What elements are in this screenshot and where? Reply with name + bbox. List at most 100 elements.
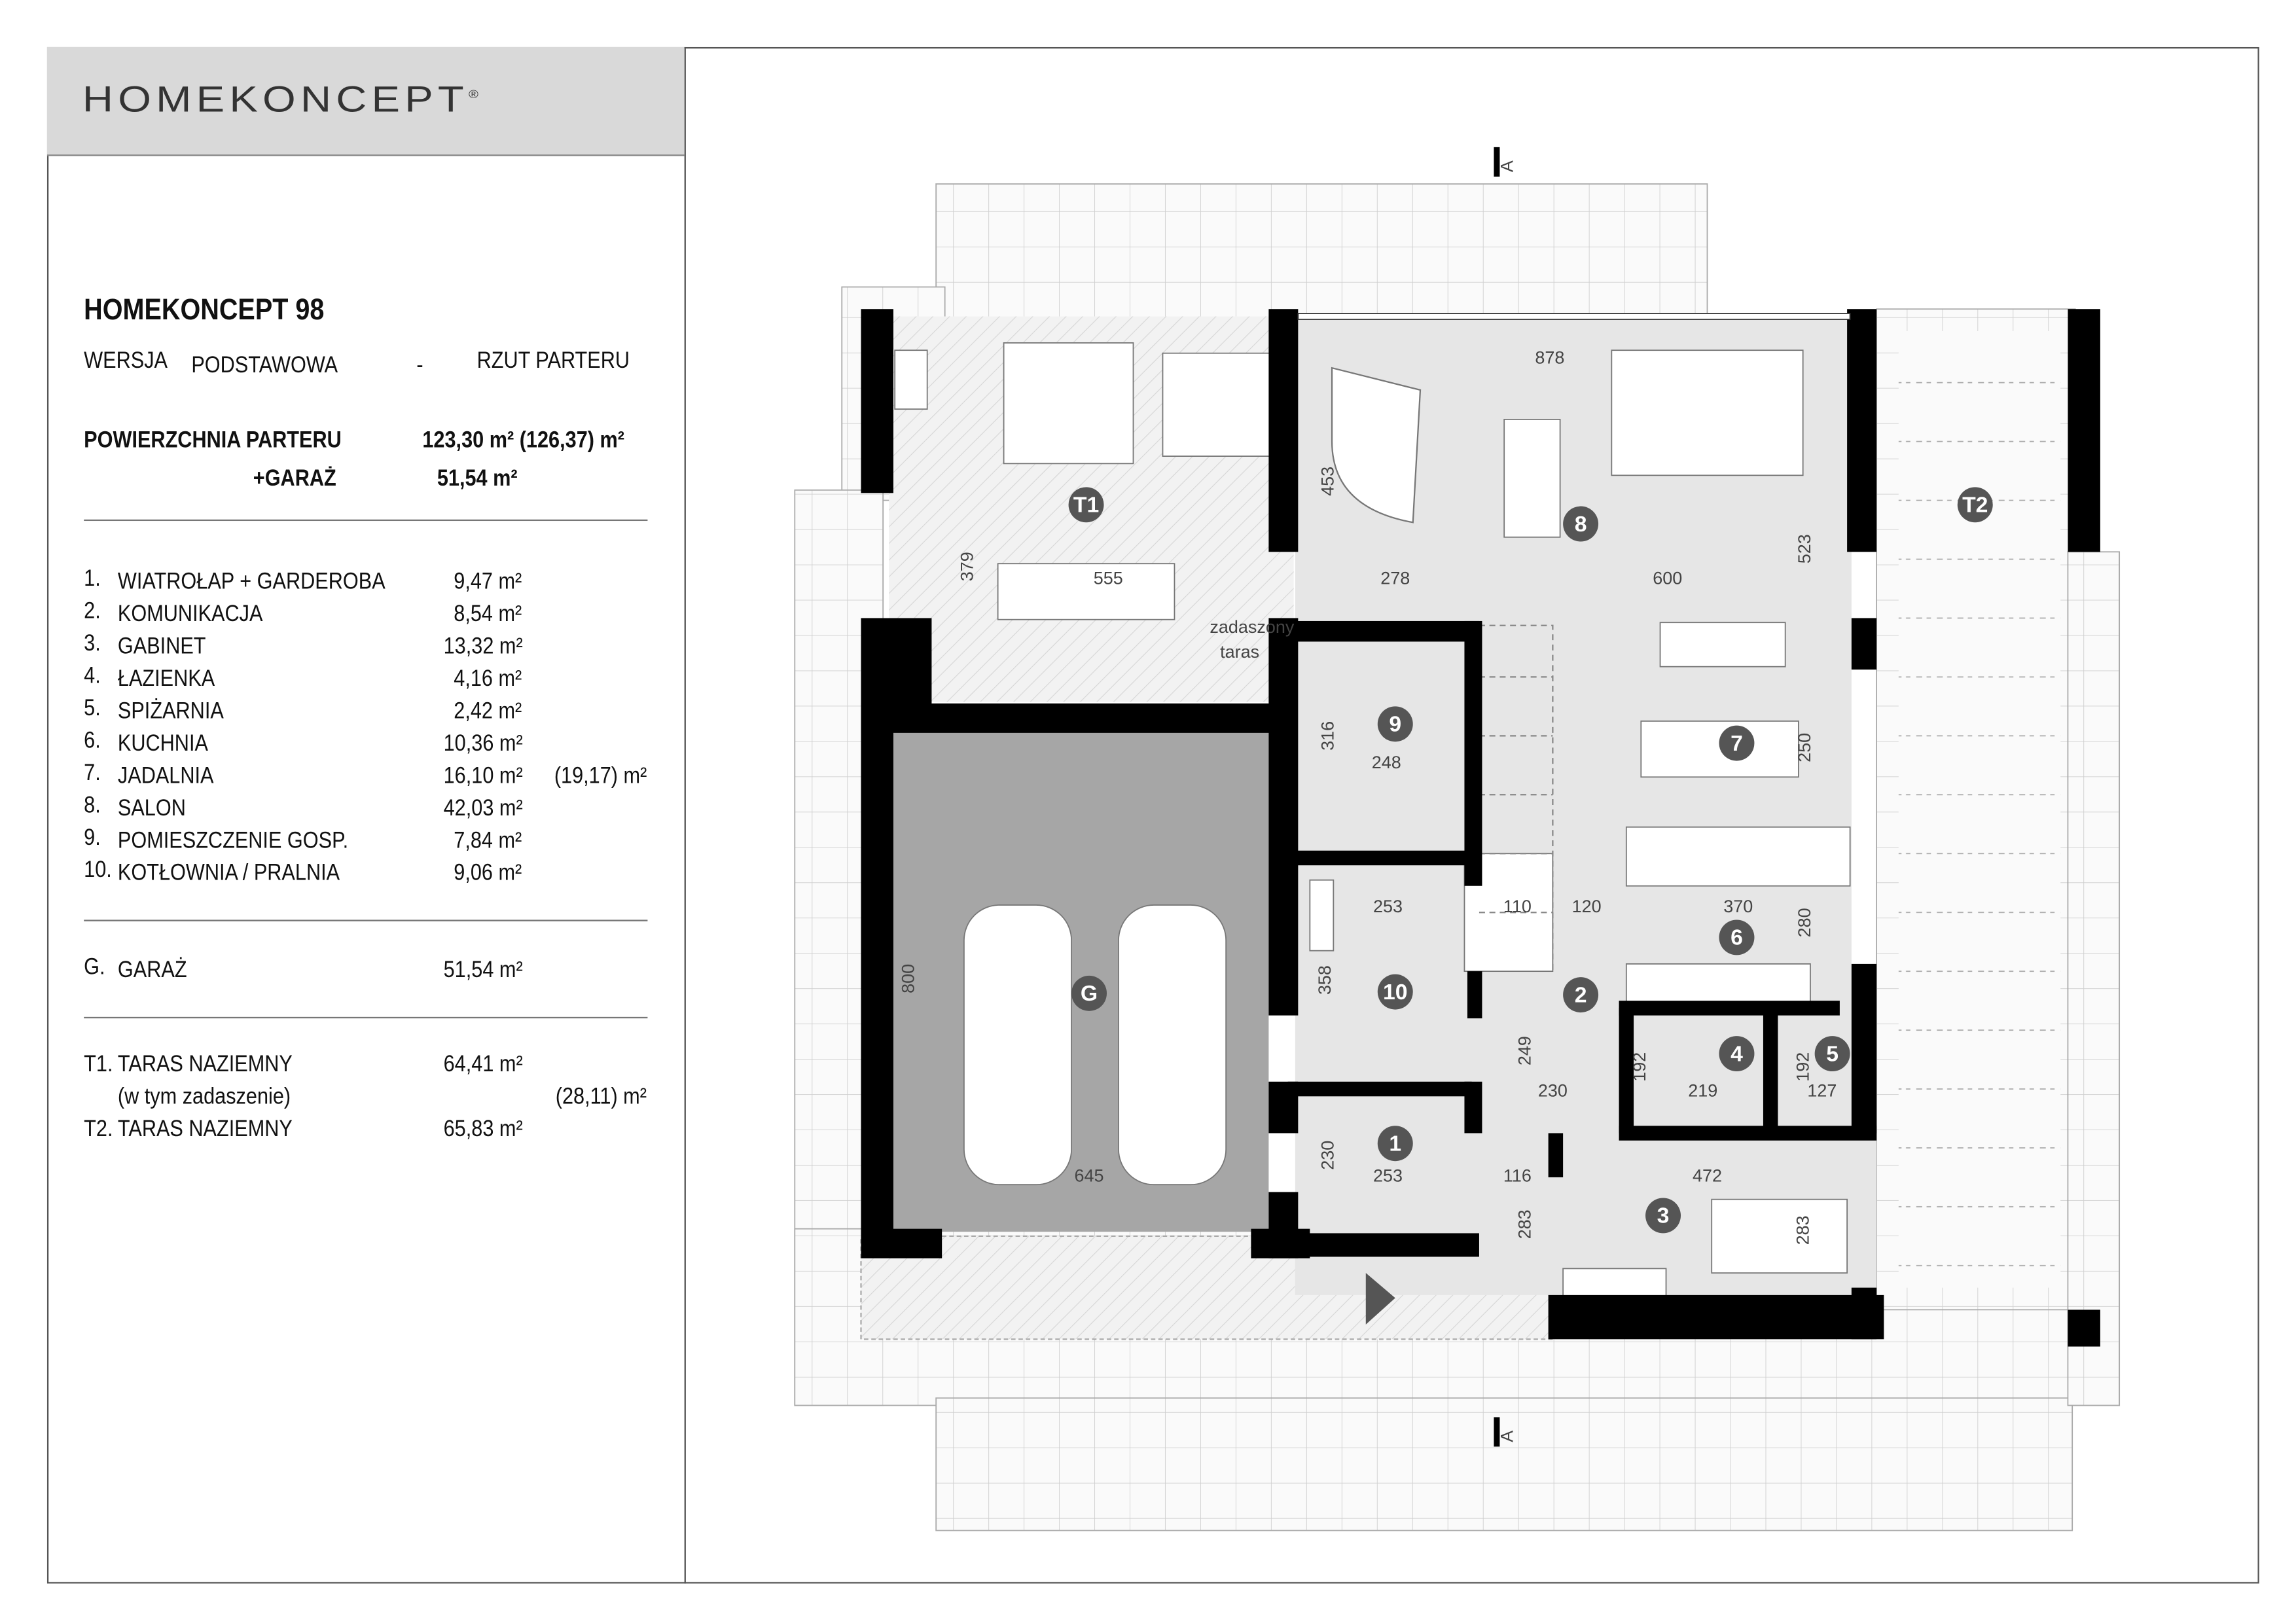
garage-area-value: 51,54 m²	[437, 466, 518, 492]
dimension-label: 120	[1572, 897, 1602, 916]
room-label: T1	[1068, 487, 1104, 523]
room-area: 9,47 m²	[454, 569, 523, 595]
sheet-border	[46, 46, 2259, 1584]
room-name: WIATROŁAP + GARDEROBA	[117, 569, 386, 595]
room-label-circle	[1563, 506, 1599, 542]
room-label-circle	[1957, 487, 1993, 523]
room-area: 10,36 m²	[443, 731, 523, 757]
terrace-t2-decking	[1898, 330, 2061, 1288]
room-label-text: 2	[1575, 982, 1587, 1007]
room-label: 1	[1377, 1126, 1413, 1162]
room-name: KOTŁOWNIA / PRALNIA	[117, 861, 340, 886]
dimension-label: 192	[1630, 1052, 1649, 1082]
room-label-circle	[1719, 919, 1755, 955]
room-label-text: 1	[1389, 1131, 1401, 1156]
dimension-label: 555	[1094, 569, 1123, 588]
dimension-label: 523	[1795, 534, 1814, 563]
room-number: 7.	[84, 760, 101, 786]
room-label-circle	[1377, 1126, 1413, 1162]
dining-table-7	[1640, 720, 1799, 778]
dimension-label: 283	[1793, 1215, 1813, 1245]
dimension-label: 878	[1535, 348, 1564, 367]
room-label: G	[1071, 975, 1107, 1011]
project-title: HOMEKONCEPT 98	[84, 294, 325, 327]
room-extra-area: (19,17) m²	[553, 764, 647, 789]
garage-area-label: +GARAŻ	[253, 466, 336, 492]
fireplace	[1659, 622, 1786, 668]
garage-name: GARAŻ	[117, 957, 187, 984]
divider	[84, 519, 648, 522]
dimension-label: 219	[1688, 1080, 1717, 1100]
room-label: 4	[1719, 1036, 1755, 1072]
room-name: GABINET	[117, 634, 206, 660]
room-label: 10	[1377, 974, 1413, 1010]
terrace-no: T1.	[84, 1052, 113, 1078]
terrace-no: T2.	[84, 1116, 113, 1142]
room-area: 8,54 m²	[454, 601, 523, 627]
room-label-circle	[1068, 487, 1104, 523]
dimension-label: 248	[1372, 753, 1401, 772]
dimension-label: 370	[1723, 897, 1753, 916]
room-area: 16,10 m²	[443, 764, 523, 789]
dimension-label: 283	[1515, 1209, 1535, 1239]
room-label: 2	[1563, 977, 1599, 1013]
armchair	[1503, 418, 1561, 538]
room-number: 2.	[84, 599, 101, 624]
room-label-circle	[1377, 706, 1413, 742]
floor-area-label: POWIERZCHNIA PARTERU	[84, 428, 342, 454]
version-label: WERSJA	[84, 348, 168, 374]
dimension-label: 379	[957, 552, 977, 581]
dining-table	[997, 563, 1175, 620]
room-area: 13,32 m²	[443, 634, 523, 660]
covered-terrace-label: zadaszony	[1210, 617, 1294, 637]
kitchen-island	[1625, 963, 1811, 1005]
garage-area: 51,54 m²	[443, 957, 523, 984]
dimension-label: 600	[1653, 569, 1682, 588]
room-number: 4.	[84, 664, 101, 689]
room-name: POMIESZCZENIE GOSP.	[117, 829, 349, 854]
divider	[84, 1016, 648, 1019]
room-name: JADALNIA	[117, 764, 214, 789]
room-label-text: G	[1081, 981, 1098, 1006]
room-label: 8	[1563, 506, 1599, 542]
room-area: 7,84 m²	[454, 829, 523, 854]
room-name: SPIŻARNIA	[117, 699, 224, 724]
room-label-circle	[1071, 975, 1107, 1011]
room-number: 1.	[84, 566, 101, 592]
version-value: PODSTAWOWA	[191, 353, 338, 378]
dimension-label: 116	[1503, 1166, 1532, 1186]
room-number: 10.	[84, 857, 112, 883]
car-left	[963, 904, 1072, 1186]
glazing	[1297, 313, 1851, 320]
room-label: T2	[1957, 487, 1993, 523]
room-name: KUCHNIA	[117, 731, 208, 757]
room-label-text: 8	[1575, 512, 1587, 537]
info-panel: HOMEKONCEPT® HOMEKONCEPT 98 WERSJA PODST…	[46, 46, 686, 1584]
dimension-label: 280	[1795, 908, 1814, 937]
room-labels: T1 T2 8 9 7 6G 10 2 4 5 1 3	[1068, 487, 1993, 1234]
room-label: 5	[1814, 1036, 1850, 1072]
room-label: 3	[1645, 1198, 1681, 1234]
dimension-label: 278	[1380, 569, 1410, 588]
room-label-circle	[1645, 1198, 1681, 1234]
dimension-label: 230	[1538, 1080, 1568, 1100]
terrace-area: 64,41 m²	[443, 1052, 523, 1078]
dimension-label: 800	[898, 964, 918, 993]
ironing-board	[1309, 879, 1335, 952]
room-number: 8.	[84, 793, 101, 819]
room-label-text: T1	[1073, 493, 1099, 518]
room-label-text: 7	[1731, 731, 1743, 756]
room-label-circle	[1719, 725, 1755, 761]
room-label-text: 9	[1389, 712, 1401, 737]
dimension-label: 230	[1318, 1141, 1337, 1170]
terrace-name: TARAS NAZIEMNY	[117, 1116, 293, 1142]
room-label-text: 5	[1826, 1041, 1839, 1066]
dimension-label: 110	[1503, 897, 1532, 916]
terrace-sub: (w tym zadaszenie)	[117, 1084, 291, 1110]
dimension-label: 249	[1515, 1036, 1535, 1065]
room-label: 6	[1719, 919, 1755, 955]
covered-terrace-label: taras	[1220, 642, 1259, 662]
room-name: SALON	[117, 796, 186, 821]
terrace-sub-area: (28,11) m²	[554, 1084, 647, 1110]
